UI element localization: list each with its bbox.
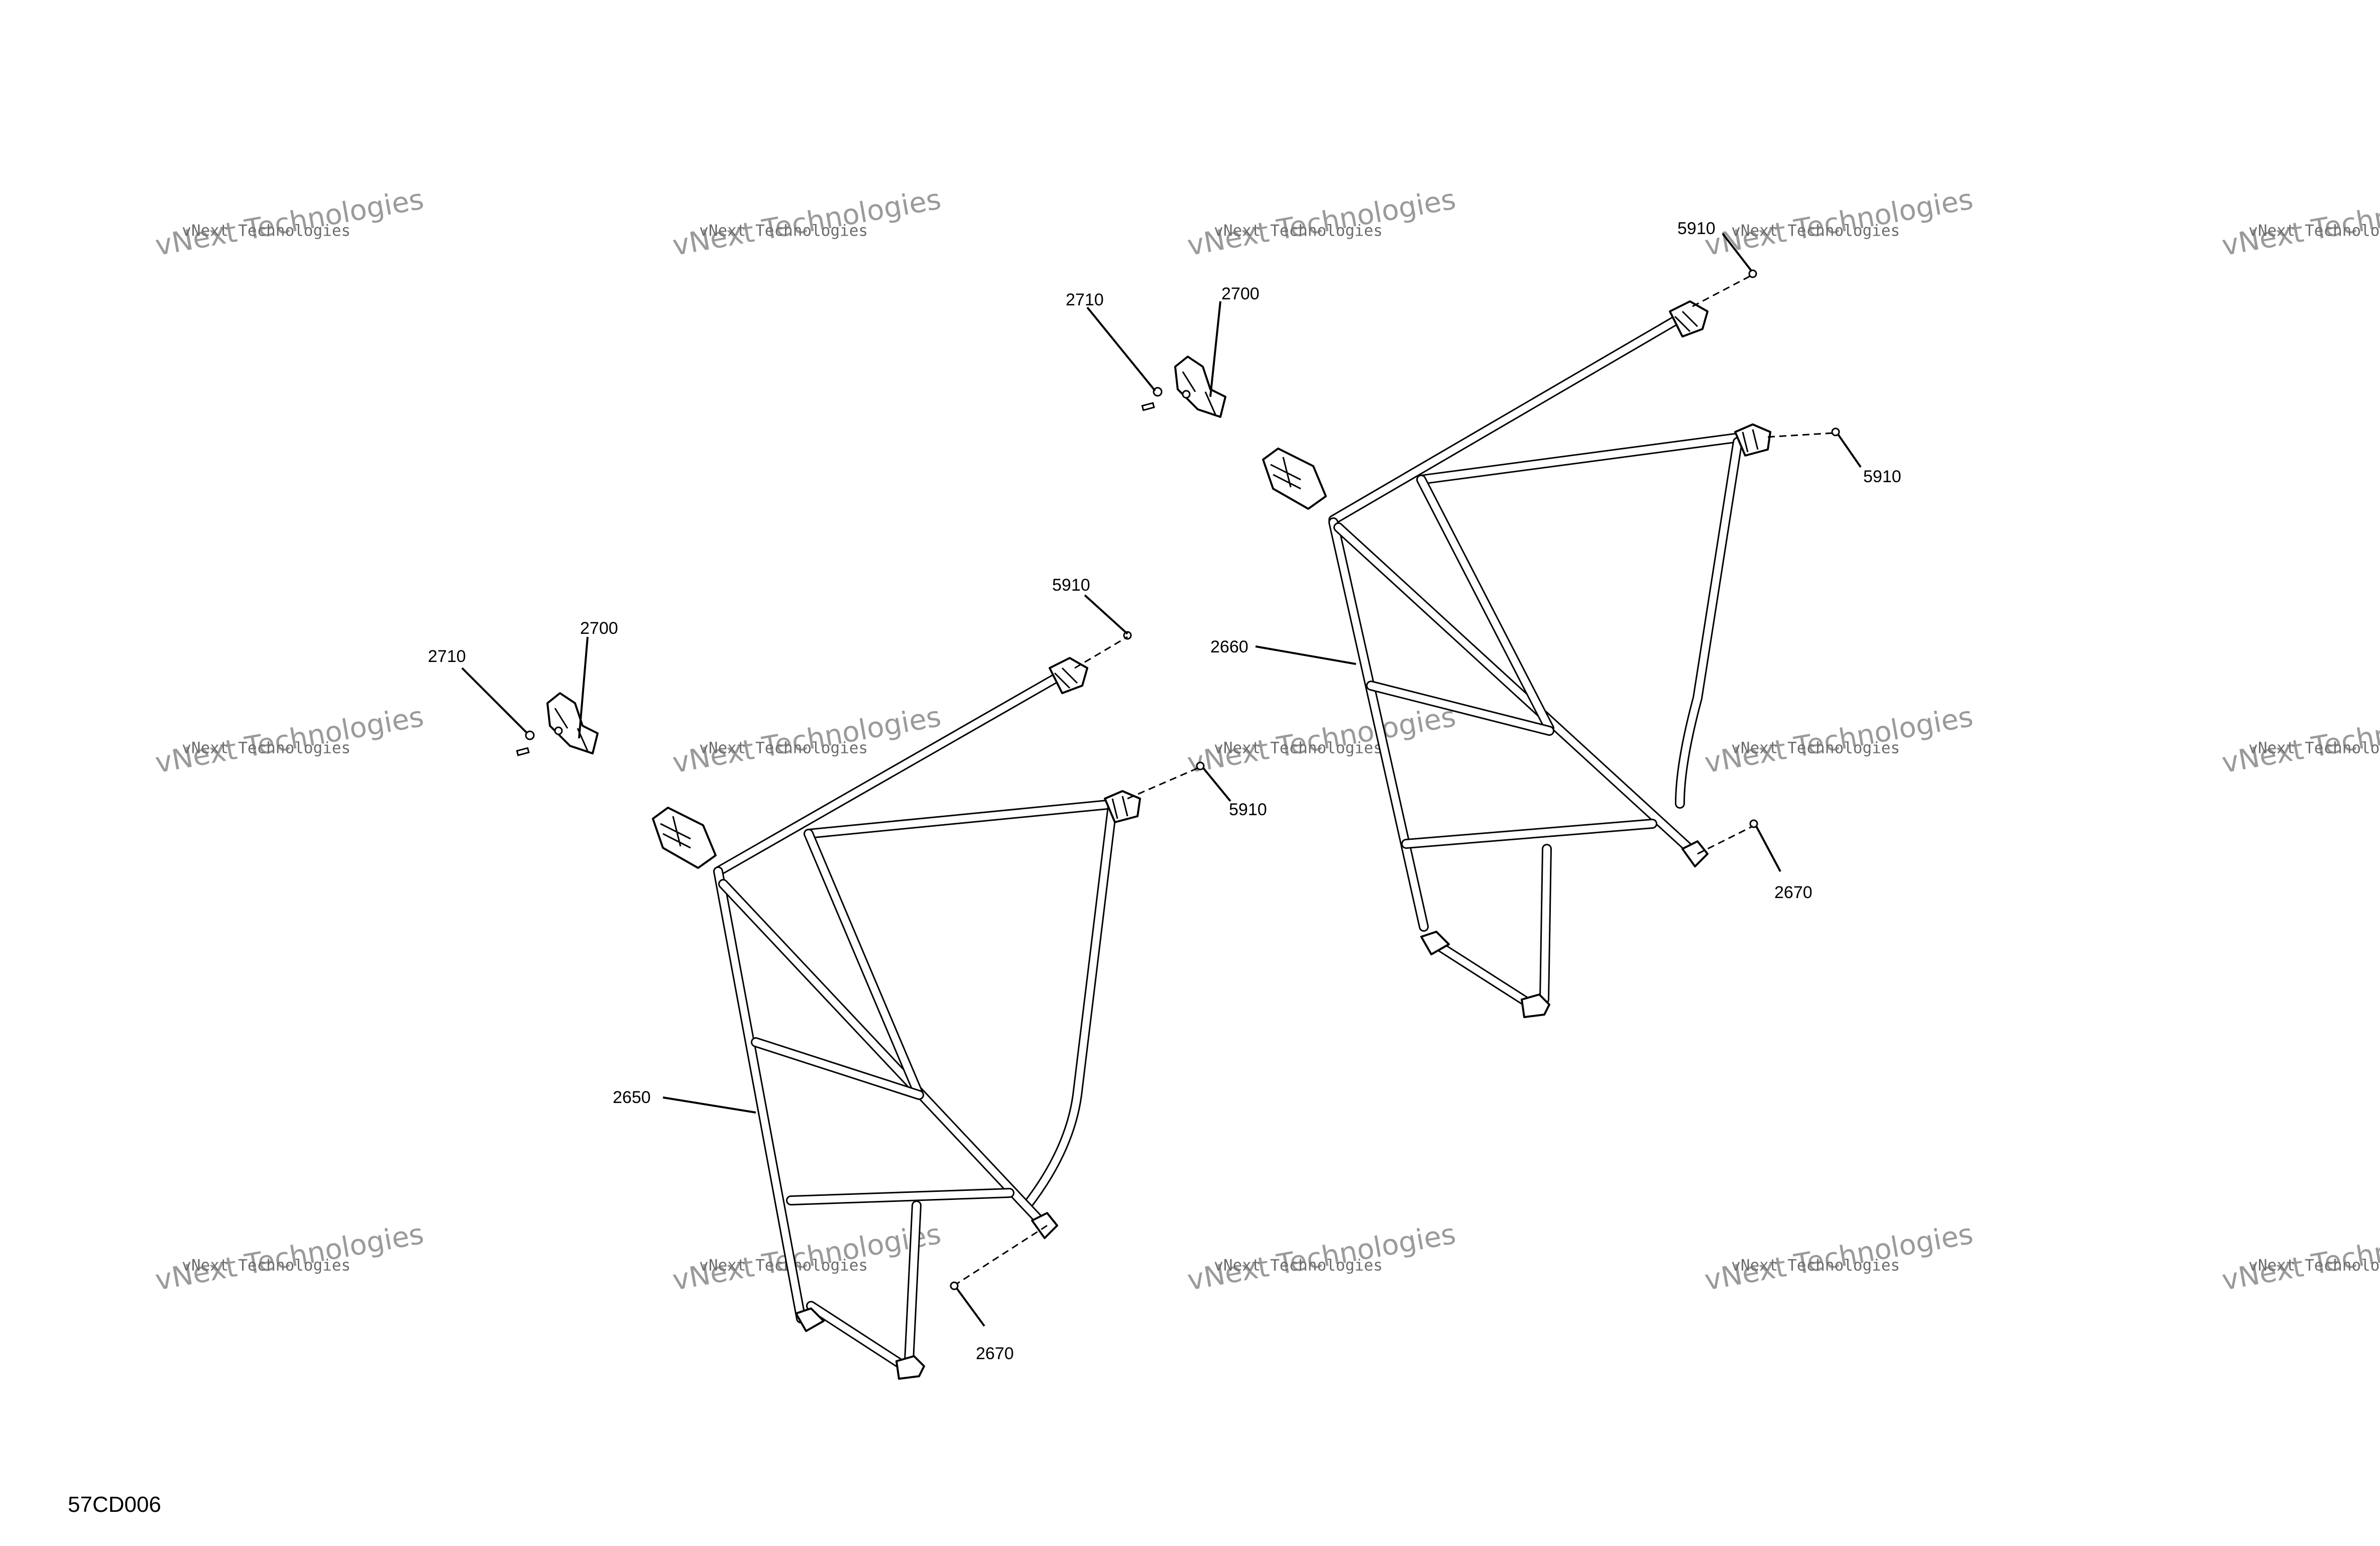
leader-lines	[461, 233, 1862, 1327]
watermark-line1: vNext Technologies	[1214, 739, 1383, 757]
watermark-line1: vNext Technologies	[699, 739, 868, 757]
callout-right-net: 2660	[1210, 637, 1249, 656]
watermark-line1: vNext Technologies	[182, 222, 351, 240]
callout-labels: 5910 5910 2650 2670 2700 2710 2700 2710 …	[428, 219, 1901, 1363]
watermark-line1: vNext Technologies	[699, 1257, 868, 1275]
watermark-line1: vNext Technologies	[1731, 1257, 1900, 1275]
watermark-line1: vNext Technologies	[699, 222, 868, 240]
rivets	[950, 269, 1840, 1290]
left-bracket	[546, 692, 599, 754]
right-bracket-screw	[1141, 387, 1163, 411]
callout-left-mid-rivet: 5910	[1229, 800, 1267, 819]
watermark-line1: vNext Technologies	[2248, 1257, 2380, 1275]
callout-right-bracket-screw: 2710	[1066, 290, 1104, 309]
callout-right-bottom-rivet: 2670	[1774, 883, 1812, 902]
right-side-net	[1262, 300, 1771, 1018]
right-bracket	[1174, 356, 1226, 418]
watermark-line1: vNext Technologies	[1214, 1257, 1383, 1275]
left-side-net	[652, 657, 1141, 1380]
watermark-line1: vNext Technologies	[1731, 739, 1900, 757]
callout-right-upper-rivet: 5910	[1677, 219, 1716, 238]
watermark-line1: vNext Technologies	[182, 1257, 351, 1275]
callout-left-bracket-screw: 2710	[428, 647, 466, 666]
callout-right-bracket: 2700	[1221, 284, 1260, 303]
callout-left-bottom-rivet: 2670	[976, 1344, 1014, 1363]
watermark-line1: vNext Technologies	[1731, 222, 1900, 240]
callout-left-bracket: 2700	[580, 619, 618, 638]
watermark-line1: vNext Technologies	[1214, 222, 1383, 240]
watermark-line1: vNext Technologies	[2248, 739, 2380, 757]
callout-left-net: 2650	[613, 1088, 651, 1107]
callout-left-upper-rivet: 5910	[1052, 576, 1090, 595]
watermark-line1: vNext Technologies	[182, 739, 351, 757]
callout-right-mid-rivet: 5910	[1863, 467, 1901, 486]
drawing-id: 57CD006	[68, 1492, 161, 1517]
watermark-line1: vNext Technologies	[2248, 222, 2380, 240]
left-bracket-screw	[516, 730, 535, 756]
alignment-lines	[956, 274, 1835, 1285]
